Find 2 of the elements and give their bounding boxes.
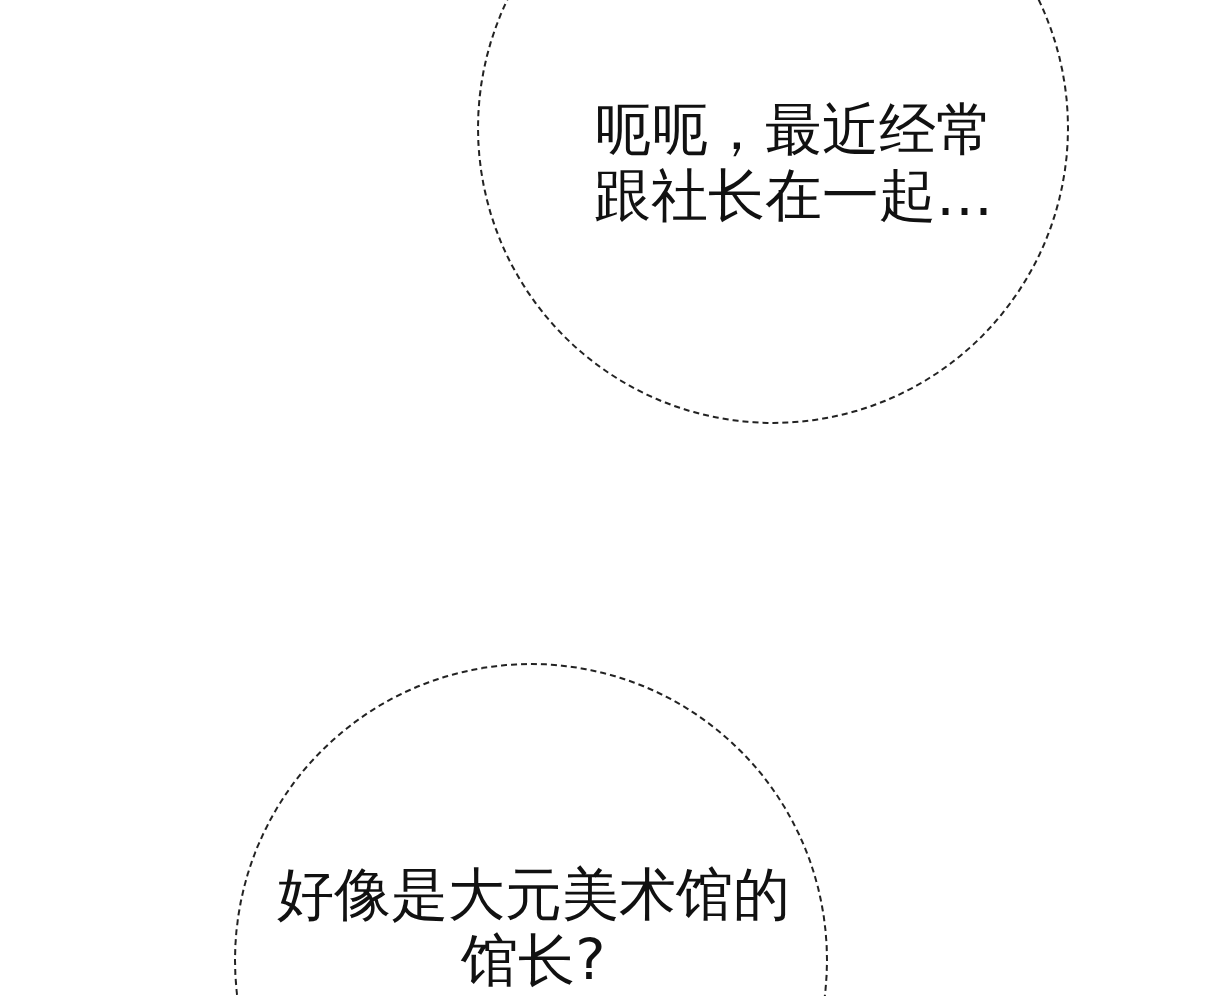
dialogue-text: 呃呃，最近经常跟社长在一起… bbox=[594, 96, 994, 228]
dialogue-text: 好像是大元美术馆的馆长? bbox=[276, 861, 791, 993]
